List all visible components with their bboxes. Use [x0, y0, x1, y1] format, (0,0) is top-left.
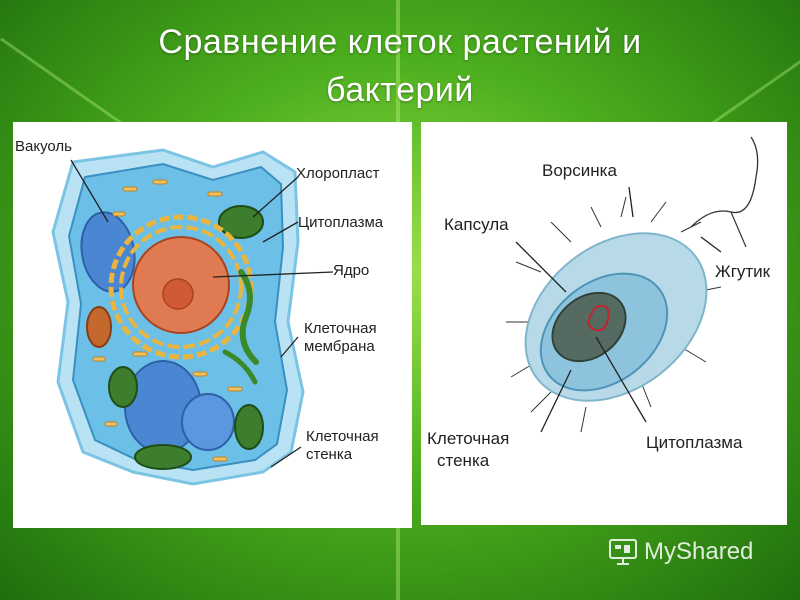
chloroplast-shape	[109, 367, 137, 407]
bacterial-cell-panel: Ворсинка Капсула Жгутик Клеточная стенка…	[421, 122, 787, 525]
watermark-text: MyShared	[644, 538, 753, 566]
label-wall-plant-line2: стенка	[306, 446, 379, 464]
chloroplast-shape	[219, 206, 263, 238]
slide-title: Сравнение клеток растений и бактерий	[0, 18, 800, 114]
label-wall-bacteria-line2: стенка	[427, 450, 509, 472]
watermark: MyShared	[608, 538, 753, 566]
plant-cell-panel: Вакуоль Хлоропласт Цитоплазма Ядро Клето…	[13, 122, 412, 528]
label-membrane-line2: мембрана	[304, 338, 377, 356]
label-cytoplasm-plant: Цитоплазма	[298, 214, 383, 232]
label-nucleus: Ядро	[333, 262, 369, 280]
label-cytoplasm-bacteria: Цитоплазма	[646, 432, 742, 454]
label-chloroplast: Хлоропласт	[296, 165, 380, 183]
label-vacuole: Вакуоль	[15, 138, 72, 156]
chloroplast-shape	[235, 405, 263, 449]
label-membrane-line1: Клеточная	[304, 320, 377, 338]
label-wall-plant: Клеточная стенка	[306, 428, 379, 464]
chloroplast-shape	[135, 445, 191, 469]
vacuole-shape	[182, 394, 234, 450]
label-membrane: Клеточная мембрана	[304, 320, 377, 356]
label-flagellum: Жгутик	[715, 261, 770, 283]
label-wall-bacteria-line1: Клеточная	[427, 428, 509, 450]
nucleolus-shape	[163, 279, 193, 309]
label-capsule: Капсула	[444, 214, 509, 236]
chloroplast-shape	[87, 307, 111, 347]
label-wall-plant-line1: Клеточная	[306, 428, 379, 446]
label-villus: Ворсинка	[542, 160, 617, 182]
label-wall-bacteria: Клеточная стенка	[427, 428, 509, 472]
title-line-1: Сравнение клеток растений и	[0, 18, 800, 66]
title-line-2: бактерий	[0, 66, 800, 114]
flagellum-shape	[691, 137, 758, 227]
presentation-icon	[608, 538, 638, 566]
